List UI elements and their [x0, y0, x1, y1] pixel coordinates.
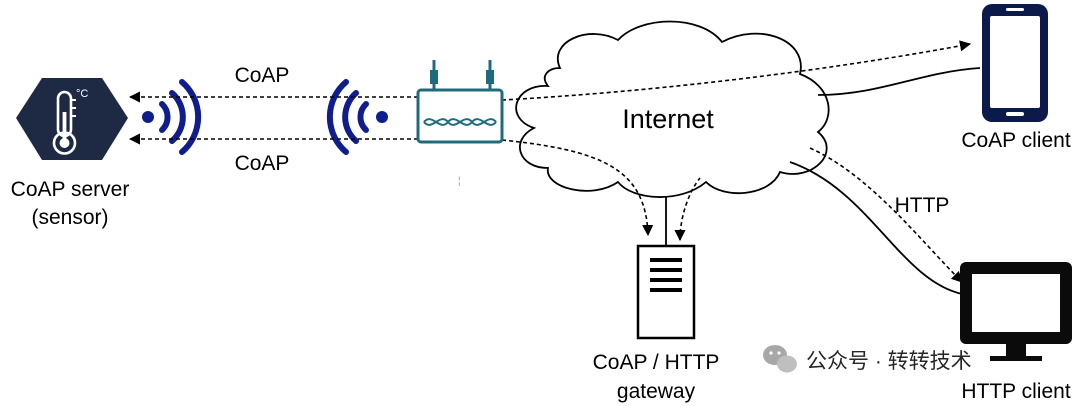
- coap-client-label: CoAP client: [961, 129, 1071, 152]
- router-icon: [416, 60, 504, 144]
- wifi-signal-right-icon: [326, 79, 388, 155]
- http-label: HTTP: [895, 194, 950, 217]
- wechat-icon: [763, 345, 797, 373]
- sensor-hexagon-icon: °C: [16, 78, 128, 160]
- gateway-to-cloud-arrow: [674, 177, 701, 242]
- internet-cloud-shape: [515, 20, 830, 198]
- coap-bottom-label: CoAP: [235, 152, 290, 175]
- internet-label: Internet: [622, 104, 714, 134]
- server-label-line1: CoAP server: [11, 178, 130, 201]
- thermometer-icon: [52, 90, 77, 155]
- http-arrow: [809, 147, 963, 283]
- coap-top-label: CoAP: [235, 64, 290, 87]
- watermark-text: 公众号 · 转转技术: [806, 350, 972, 373]
- monitor-link-line: [789, 161, 963, 295]
- monitor-icon: [960, 262, 1072, 361]
- wifi-signal-left-icon: [142, 79, 202, 155]
- celsius-symbol: °C: [76, 88, 88, 100]
- router-mark: ¦: [458, 176, 461, 187]
- router-to-gateway-arrow: [501, 139, 654, 237]
- http-client-label: HTTP client: [961, 380, 1070, 403]
- phone-link-line: [817, 67, 981, 96]
- gateway-label-line1: CoAP / HTTP: [593, 351, 720, 374]
- wechat-watermark: 公众号 · 转转技术: [763, 345, 972, 373]
- gateway-label-line2: gateway: [617, 380, 696, 403]
- server-label-line2: (sensor): [31, 206, 108, 229]
- router-to-coap-client-arrow: [501, 40, 972, 101]
- smartphone-icon: [982, 4, 1048, 122]
- gateway-server-icon: [636, 244, 696, 340]
